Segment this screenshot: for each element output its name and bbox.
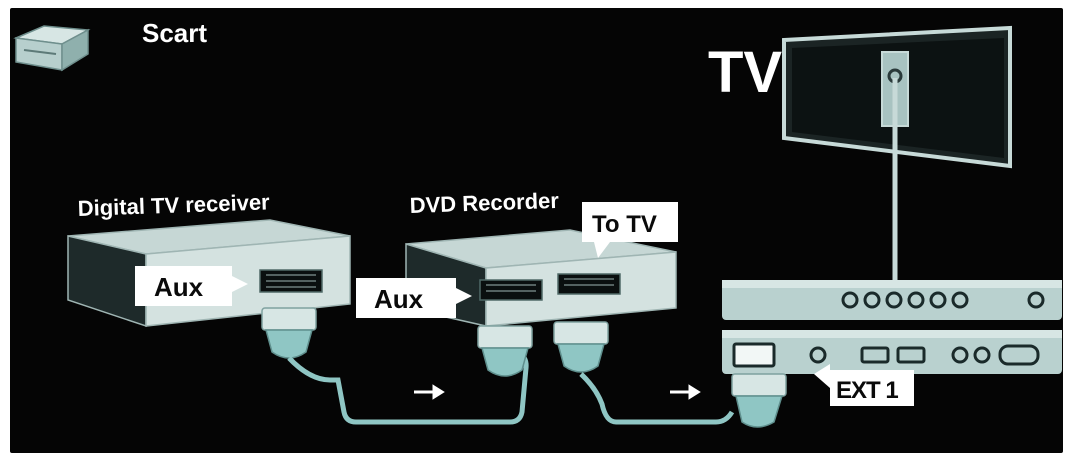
recorder-aux-scart-plug — [477, 325, 533, 377]
recorder-to-tv-label: To TV — [592, 211, 657, 238]
receiver-title: Digital TV receiver — [77, 189, 270, 221]
tv-label: TV — [708, 40, 782, 105]
scart-cable-recorder-to-tv — [553, 321, 787, 428]
tv-connection-panel — [722, 280, 1062, 374]
ext1-label: EXT 1 — [836, 377, 898, 404]
signal-direction-arrow-2 — [670, 384, 701, 400]
receiver-aux-callout — [135, 266, 248, 306]
recorder-title: DVD Recorder — [409, 188, 559, 218]
recorder-aux-label: Aux — [374, 284, 424, 314]
signal-direction-arrow-1 — [414, 384, 445, 400]
recorder-aux-callout — [356, 278, 472, 318]
receiver-scart-plug — [261, 307, 317, 359]
scart-label: Scart — [142, 18, 207, 48]
scart-cable-receiver-to-recorder — [261, 307, 533, 425]
recorder-to-tv-scart-plug — [553, 321, 609, 373]
ext1-callout — [814, 364, 914, 406]
connection-diagram: Scart TV Digital TV receiver Aux DVD Rec… — [10, 8, 1063, 453]
recorder-to-tv-callout — [582, 202, 678, 258]
tv-ext1-scart-plug — [731, 373, 787, 428]
scart-plug-icon — [13, 25, 91, 72]
receiver-aux-label: Aux — [154, 272, 204, 302]
